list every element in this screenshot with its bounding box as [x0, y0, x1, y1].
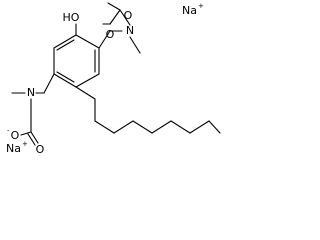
chain-bond — [151, 120, 172, 134]
n-ch2-bond — [119, 9, 131, 26]
c-o-left-bond — [20, 131, 32, 136]
bonds — [11, 2, 221, 146]
ch2-c-bond — [109, 9, 121, 25]
oxygen-anion-left: O — [11, 129, 20, 142]
sodium-ion-bottom: Na — [6, 142, 21, 155]
ring-bond — [53, 73, 77, 88]
ring-bond-double-inner — [56, 71, 75, 83]
chain-bond — [94, 120, 115, 134]
sodium-ion-top: Na — [182, 4, 197, 17]
hydroxyl-group: HO — [63, 11, 80, 24]
ring-bond — [75, 73, 100, 88]
oxygen-anion-left-charge: - — [7, 127, 10, 135]
c-o-double-left-bond — [30, 131, 39, 144]
chain-bond — [208, 120, 221, 134]
chain-bond — [170, 120, 191, 134]
sodium-ion-top-charge: + — [198, 2, 204, 10]
chain-bond — [132, 120, 153, 134]
atom-labels: Na + O O - N HO N O - O Na + — [6, 2, 204, 156]
ch2-bond-left — [43, 73, 55, 94]
nitrogen-left: N — [27, 86, 35, 99]
n-methyl-bond — [129, 36, 141, 54]
oxygen-carbonyl-top: O — [124, 9, 133, 22]
ch2-bond — [98, 30, 111, 49]
ring-bond — [75, 34, 100, 49]
c-o-double-left-bond-2 — [27, 133, 36, 146]
oxygen-anion-top: O — [106, 28, 115, 41]
oxygen-carbonyl-left: O — [36, 143, 45, 156]
oxygen-anion-top-charge: - — [115, 27, 118, 35]
nitrogen-top: N — [126, 24, 134, 37]
chemical-structure-diagram: Na + O O - N HO N O - O Na + — [6, 2, 221, 156]
carboxyl-c-bond — [107, 2, 121, 11]
sodium-ion-bottom-charge: + — [22, 140, 28, 148]
ring-bond — [53, 34, 77, 49]
chain-bond — [113, 120, 134, 134]
chain-bond — [189, 120, 210, 134]
chain-bond — [75, 86, 96, 100]
ring-bond-double-inner — [56, 39, 75, 51]
